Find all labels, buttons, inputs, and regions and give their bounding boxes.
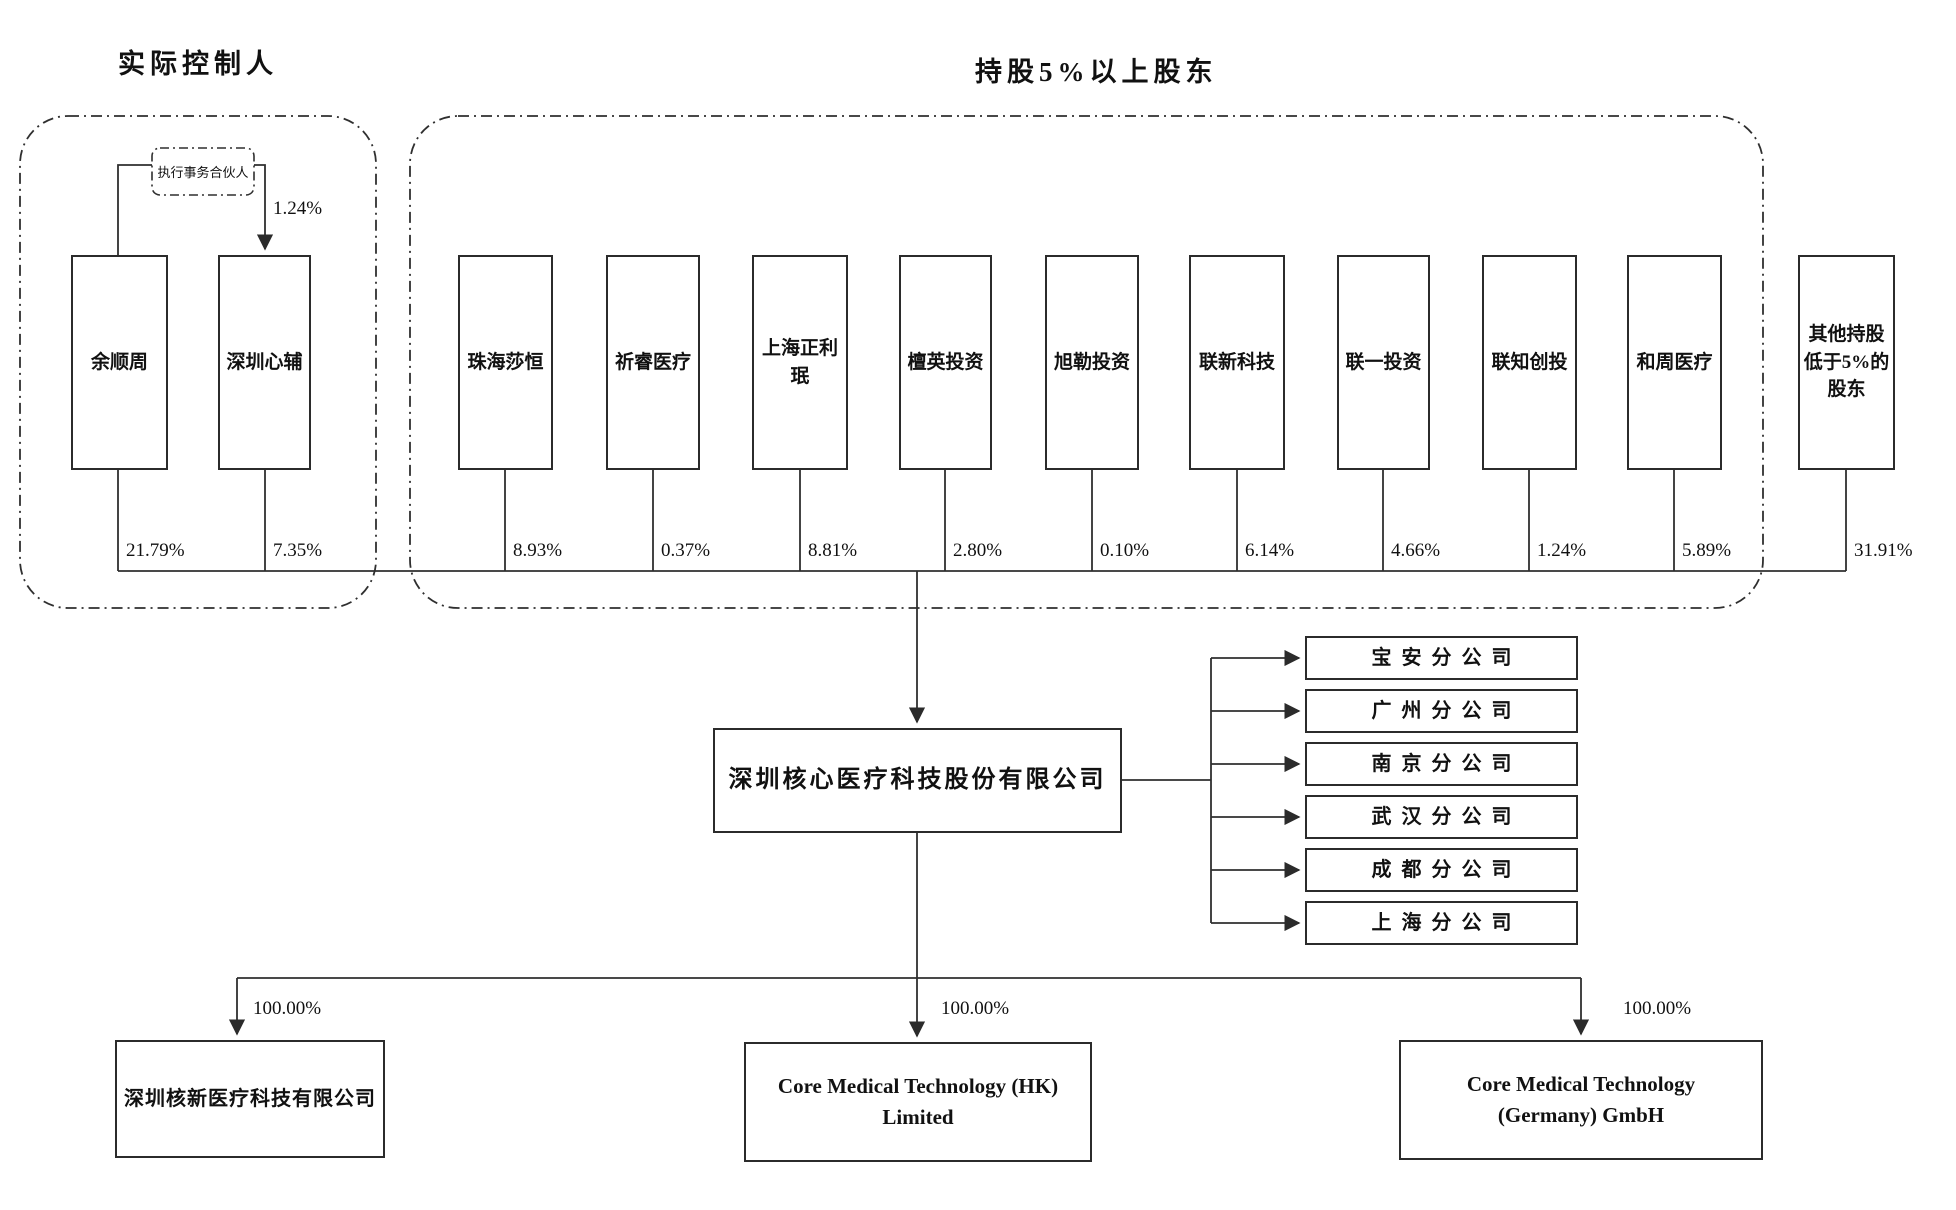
pct-subsidiary-hk: 100.00% [941,998,1010,1019]
subsidiary-box-germany: Core Medical Technology (Germany) GmbH [1399,1040,1763,1160]
pct-yushunzhou: 21.79% [126,540,185,561]
branch-box-nanjing: 南京分公司 [1305,742,1578,786]
entity-box-hezhouyiliao: 和周医疗 [1627,255,1722,470]
controller-group-border [19,115,377,609]
pct-hezhouyiliao: 5.89% [1682,540,1732,561]
partner-ownership-pct: 1.24% [273,198,323,219]
entity-box-xuletouzi: 旭勒投资 [1045,255,1139,470]
entity-box-zhuhaisheheng: 珠海莎恒 [458,255,553,470]
subsidiary-box-hexin: 深圳核新医疗科技有限公司 [115,1040,385,1158]
pct-shenzhenxinfu: 7.35% [273,540,323,561]
subsidiary-box-hk: Core Medical Technology (HK) Limited [744,1042,1092,1162]
entity-box-shanghaizhenglimin: 上海正利珉 [752,255,848,470]
pct-qiruiyiliao: 0.37% [661,540,711,561]
entity-box-yushunzhou: 余顺周 [71,255,168,470]
major-shareholders-section-title: 持股5%以上股东 [975,57,1218,87]
pct-lianzhichuangtou: 1.24% [1537,540,1587,561]
branch-box-baoan: 宝安分公司 [1305,636,1578,680]
pct-lianxinkeji: 6.14% [1245,540,1295,561]
pct-lianyitouzi: 4.66% [1391,540,1441,561]
branch-box-shanghai: 上海分公司 [1305,901,1578,945]
branch-box-guangzhou: 广州分公司 [1305,689,1578,733]
entity-box-other-shareholders: 其他持股低于5%的股东 [1798,255,1895,470]
branch-box-chengdu: 成都分公司 [1305,848,1578,892]
pct-other-shareholders: 31.91% [1854,540,1913,561]
entity-box-shenzhenxinfu: 深圳心辅 [218,255,311,470]
pct-zhuhaisheheng: 8.93% [513,540,563,561]
entity-box-tanyingtouzi: 檀英投资 [899,255,992,470]
pct-subsidiary-hexin: 100.00% [253,998,322,1019]
company-box: 深圳核心医疗科技股份有限公司 [713,728,1122,833]
controller-section-title: 实际控制人 [118,49,278,79]
pct-subsidiary-germany: 100.00% [1623,998,1692,1019]
executive-partner-note: 执行事务合伙人 [157,165,249,180]
pct-xuletouzi: 0.10% [1100,540,1150,561]
executive-partner-tag-border [151,147,255,196]
pct-tanyingtouzi: 2.80% [953,540,1003,561]
major-shareholders-group-border [409,115,1764,609]
entity-box-lianzhichuangtou: 联知创投 [1482,255,1577,470]
entity-box-lianxinkeji: 联新科技 [1189,255,1285,470]
branch-box-wuhan: 武汉分公司 [1305,795,1578,839]
entity-box-lianyitouzi: 联一投资 [1337,255,1430,470]
entity-box-qiruiyiliao: 祈睿医疗 [606,255,700,470]
pct-shanghaizhenglimin: 8.81% [808,540,858,561]
